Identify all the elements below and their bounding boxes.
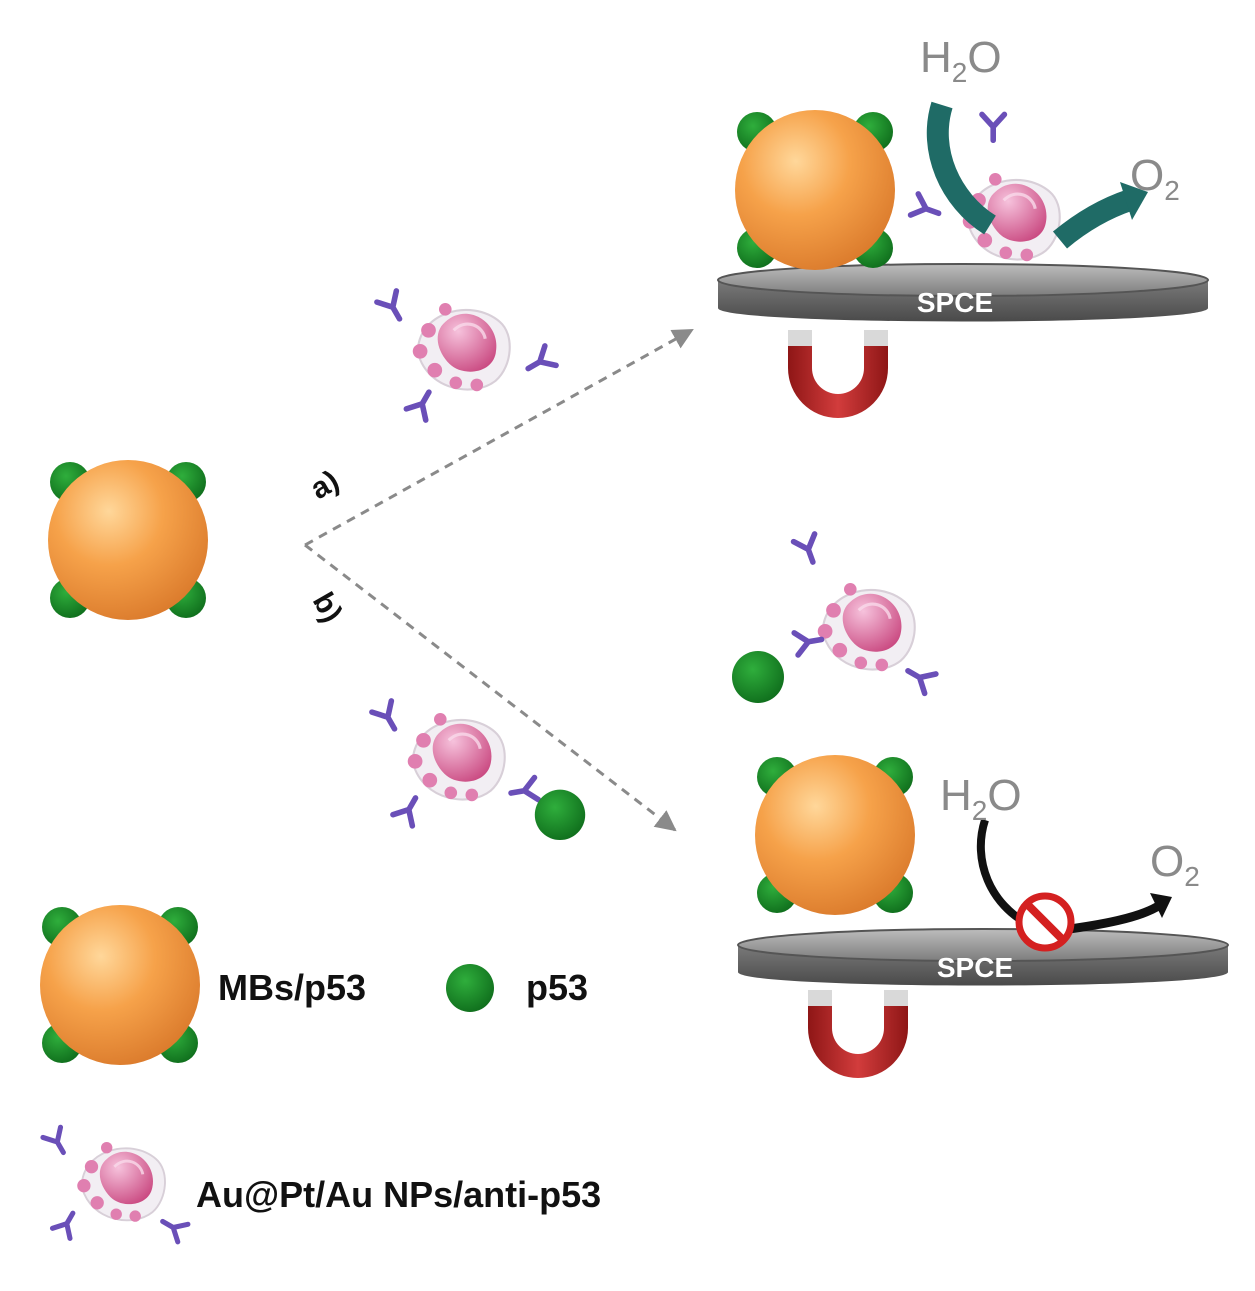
free-nanozyme-p53 <box>732 534 936 703</box>
h2o-label-active: H2O <box>920 33 1002 88</box>
route-b-arrow <box>304 543 677 832</box>
o2-label-active: O2 <box>1130 151 1180 206</box>
route-b-label: b) <box>306 587 349 628</box>
route-a-nanozyme <box>377 291 556 420</box>
legend-nanozyme-icon <box>43 1127 188 1242</box>
route-a-label: a) <box>305 464 345 506</box>
legend-mbs-p53-label: MBs/p53 <box>218 967 366 1008</box>
electrode-blocked: SPCE H2O O2 <box>737 755 1229 1078</box>
h2o-label-blocked: H2O <box>940 771 1022 826</box>
substrate-arrow-active <box>926 101 997 235</box>
route-a-arrow <box>304 328 694 547</box>
electrode-active: SPCE H2O O2 <box>717 33 1209 418</box>
magnet-icon-2 <box>808 990 908 1078</box>
legend-p53-label: p53 <box>526 967 588 1008</box>
legend: MBs/p53 p53 Au@Pt/Au NPs/anti-p53 <box>40 905 601 1242</box>
legend-nanozyme-label: Au@Pt/Au NPs/anti-p53 <box>196 1174 601 1215</box>
magnet-icon <box>788 330 888 418</box>
route-b-nanozyme <box>372 701 586 841</box>
electrode-label-active: SPCE <box>917 287 993 318</box>
inhibition-icon <box>1015 892 1075 952</box>
bound-p53 <box>534 789 586 841</box>
product-arrow-active <box>1052 189 1134 249</box>
o2-label-blocked: O2 <box>1150 837 1200 892</box>
product-arrow-blocked <box>1061 901 1163 935</box>
start-bead-complex <box>48 460 208 620</box>
legend-bead-icon <box>40 905 200 1065</box>
free-p53 <box>732 651 784 703</box>
electrode-label-blocked: SPCE <box>937 952 1013 983</box>
legend-p53-icon <box>446 964 494 1012</box>
